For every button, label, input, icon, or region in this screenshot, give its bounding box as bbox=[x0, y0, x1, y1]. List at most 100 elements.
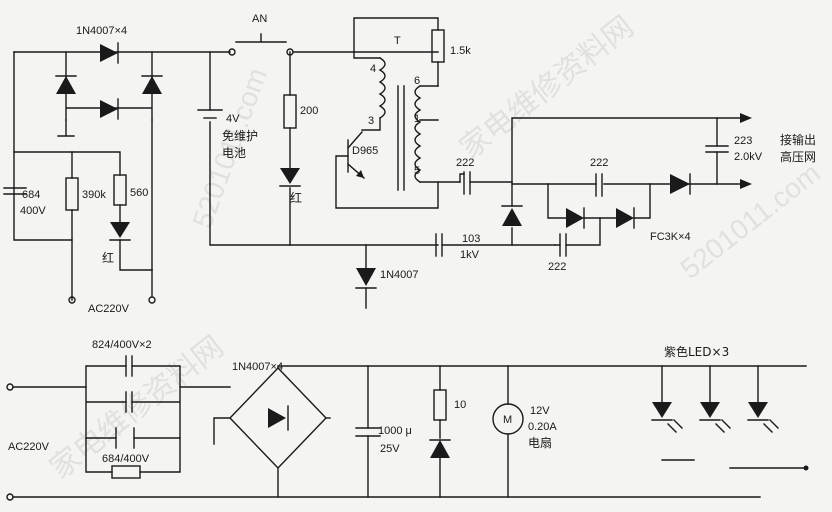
c1000-label: 1000 μ bbox=[378, 425, 412, 437]
top-ac-label: AC220V bbox=[88, 303, 130, 315]
bleed-resistor bbox=[111, 465, 141, 479]
ac-in-terminal-1 bbox=[6, 383, 14, 391]
battery-text-1: 免维护 bbox=[222, 128, 258, 143]
battery-text-2: 电池 bbox=[222, 146, 246, 160]
hv-diode-vertical bbox=[501, 205, 523, 226]
c103-voltage: 1kV bbox=[460, 249, 480, 261]
switch-label: AN bbox=[252, 13, 267, 25]
capacitor-223 bbox=[705, 117, 729, 185]
transistor-label: D965 bbox=[352, 145, 378, 157]
battery-wires bbox=[209, 51, 439, 246]
transformer-core bbox=[397, 85, 405, 191]
bleed-resistor-wires bbox=[85, 437, 181, 473]
capacitor-1000u bbox=[355, 427, 381, 437]
bridge-ground bbox=[213, 417, 231, 445]
bridge-diode-symbol bbox=[268, 405, 289, 431]
c103-label: 103 bbox=[462, 233, 480, 245]
dc-rails bbox=[277, 365, 807, 498]
hv-diode-4 bbox=[670, 173, 691, 195]
c1000-voltage: 25V bbox=[380, 443, 400, 455]
bottom-ac-label: AC220V bbox=[8, 441, 50, 453]
primary-winding bbox=[378, 57, 386, 119]
c222b-label: 222 bbox=[590, 157, 608, 169]
c223-label: 223 bbox=[734, 135, 752, 147]
r200-label: 200 bbox=[300, 105, 318, 117]
rc-top-wire bbox=[13, 151, 121, 176]
bridge-diode-4 bbox=[100, 98, 119, 120]
uv-led-1 bbox=[651, 402, 683, 433]
c222a-wires bbox=[459, 173, 513, 183]
ac-in-terminal-2 bbox=[6, 493, 14, 501]
fan-motor bbox=[492, 403, 524, 435]
motor-voltage: 12V bbox=[530, 405, 550, 417]
hv-diode-3 bbox=[616, 207, 635, 229]
led-top-wires bbox=[661, 365, 759, 403]
resistor-10 bbox=[433, 389, 447, 421]
cap-684-bottom bbox=[115, 427, 135, 449]
motor-type: 电扇 bbox=[528, 435, 552, 450]
output-label-2: 高压网 bbox=[780, 149, 816, 164]
motor-current: 0.20A bbox=[528, 421, 557, 433]
c222c-label: 222 bbox=[548, 261, 566, 273]
pin1-label: 1 bbox=[414, 113, 420, 125]
transformer-label: T bbox=[394, 35, 401, 47]
cap-bottom-label: 684/400V bbox=[102, 453, 150, 465]
output-arrow-2 bbox=[740, 179, 752, 189]
cap684-voltage: 400V bbox=[20, 205, 46, 217]
cap-bank-824-2 bbox=[125, 391, 133, 413]
transformer-top-wires bbox=[353, 17, 439, 87]
bridge-diode-3 bbox=[141, 75, 163, 94]
hv-diodes-label: FC3K×4 bbox=[650, 231, 691, 243]
resistor-390k bbox=[65, 177, 79, 211]
cap-bank-824-1 bbox=[125, 355, 133, 377]
push-switch bbox=[235, 33, 287, 43]
resistor-200 bbox=[283, 94, 297, 129]
output-arrow-1 bbox=[740, 113, 752, 123]
diode-zener bbox=[429, 439, 451, 458]
bridge-lower-left bbox=[57, 119, 75, 137]
uv-led-3 bbox=[747, 402, 779, 433]
ac-in-wires bbox=[12, 386, 279, 498]
left-rail-wire bbox=[13, 51, 73, 241]
led-red-indicator-2 bbox=[279, 168, 301, 187]
r390k-label: 390k bbox=[82, 189, 106, 201]
r1k5-label: 1.5k bbox=[450, 45, 471, 57]
pin4-label: 4 bbox=[370, 63, 376, 75]
battery-4v bbox=[197, 109, 223, 119]
bridge-diode-2 bbox=[55, 75, 77, 94]
pin5-label: 5 bbox=[414, 165, 420, 177]
battery-label: 4V bbox=[226, 113, 240, 125]
switch-contact-1 bbox=[228, 48, 236, 56]
capacitor-222-b bbox=[595, 173, 603, 197]
capacitor-222-a bbox=[463, 171, 471, 195]
secondary-winding bbox=[414, 85, 422, 183]
bridge-label: 1N4007×4 bbox=[76, 25, 127, 37]
c222a-label: 222 bbox=[456, 157, 474, 169]
primary-wires bbox=[353, 51, 381, 131]
led-red-indicator-1 bbox=[109, 222, 131, 241]
bottom-bridge-label: 1N4007×4 bbox=[232, 361, 283, 373]
capacitor-222-c bbox=[559, 233, 567, 257]
r560-label: 560 bbox=[130, 187, 148, 199]
led-wire bbox=[119, 239, 153, 271]
resistor-1k5 bbox=[431, 29, 445, 63]
transistor-d965 bbox=[335, 131, 439, 209]
cap-bank-label: 824/400V×2 bbox=[92, 339, 152, 351]
led-bottom-wires bbox=[661, 459, 807, 469]
cap684-label: 684 bbox=[22, 189, 40, 201]
diode-bottom-label: 1N4007 bbox=[380, 269, 419, 281]
uv-leds-label: 紫色LED×3 bbox=[664, 345, 729, 359]
resistor-560 bbox=[113, 174, 127, 206]
pin6-label: 6 bbox=[414, 75, 420, 87]
watermark-site-2: 5201011.com bbox=[675, 157, 826, 285]
ac-terminal-2 bbox=[148, 296, 156, 304]
junction-dot bbox=[803, 465, 809, 471]
uv-led-2 bbox=[699, 402, 731, 433]
ac-terminal-1 bbox=[68, 296, 76, 304]
watermark-cn-2: 家电维修资料网 bbox=[453, 9, 640, 166]
c222c-wires bbox=[554, 217, 601, 246]
output-label-1: 接输出 bbox=[780, 132, 816, 147]
c223-voltage: 2.0kV bbox=[734, 151, 763, 163]
